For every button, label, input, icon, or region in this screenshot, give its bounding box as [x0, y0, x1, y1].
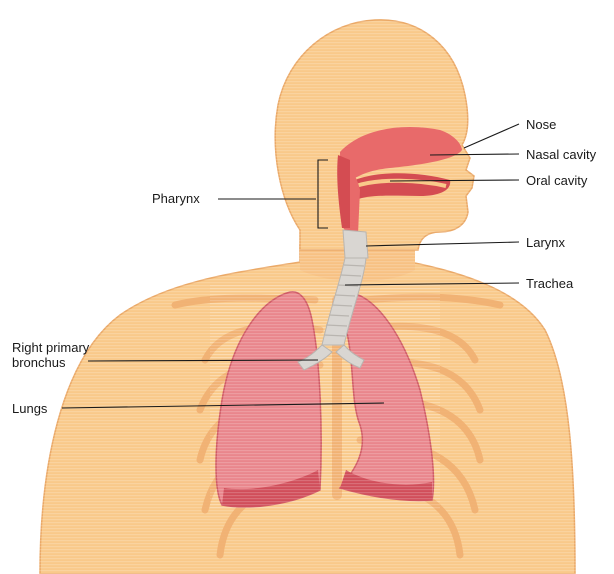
label-right-primary-bronchus-line1: Right primary	[12, 340, 90, 355]
lung-stripe-overlay	[210, 285, 440, 510]
label-nose: Nose	[526, 117, 556, 132]
label-larynx: Larynx	[526, 235, 566, 250]
larynx	[343, 230, 368, 258]
lungs	[210, 285, 440, 510]
label-nasal-cavity: Nasal cavity	[526, 147, 597, 162]
label-right-primary-bronchus-line2: bronchus	[12, 355, 66, 370]
label-lungs: Lungs	[12, 401, 48, 416]
label-oral-cavity: Oral cavity	[526, 173, 588, 188]
label-trachea: Trachea	[526, 276, 574, 291]
label-pharynx: Pharynx	[152, 191, 200, 206]
